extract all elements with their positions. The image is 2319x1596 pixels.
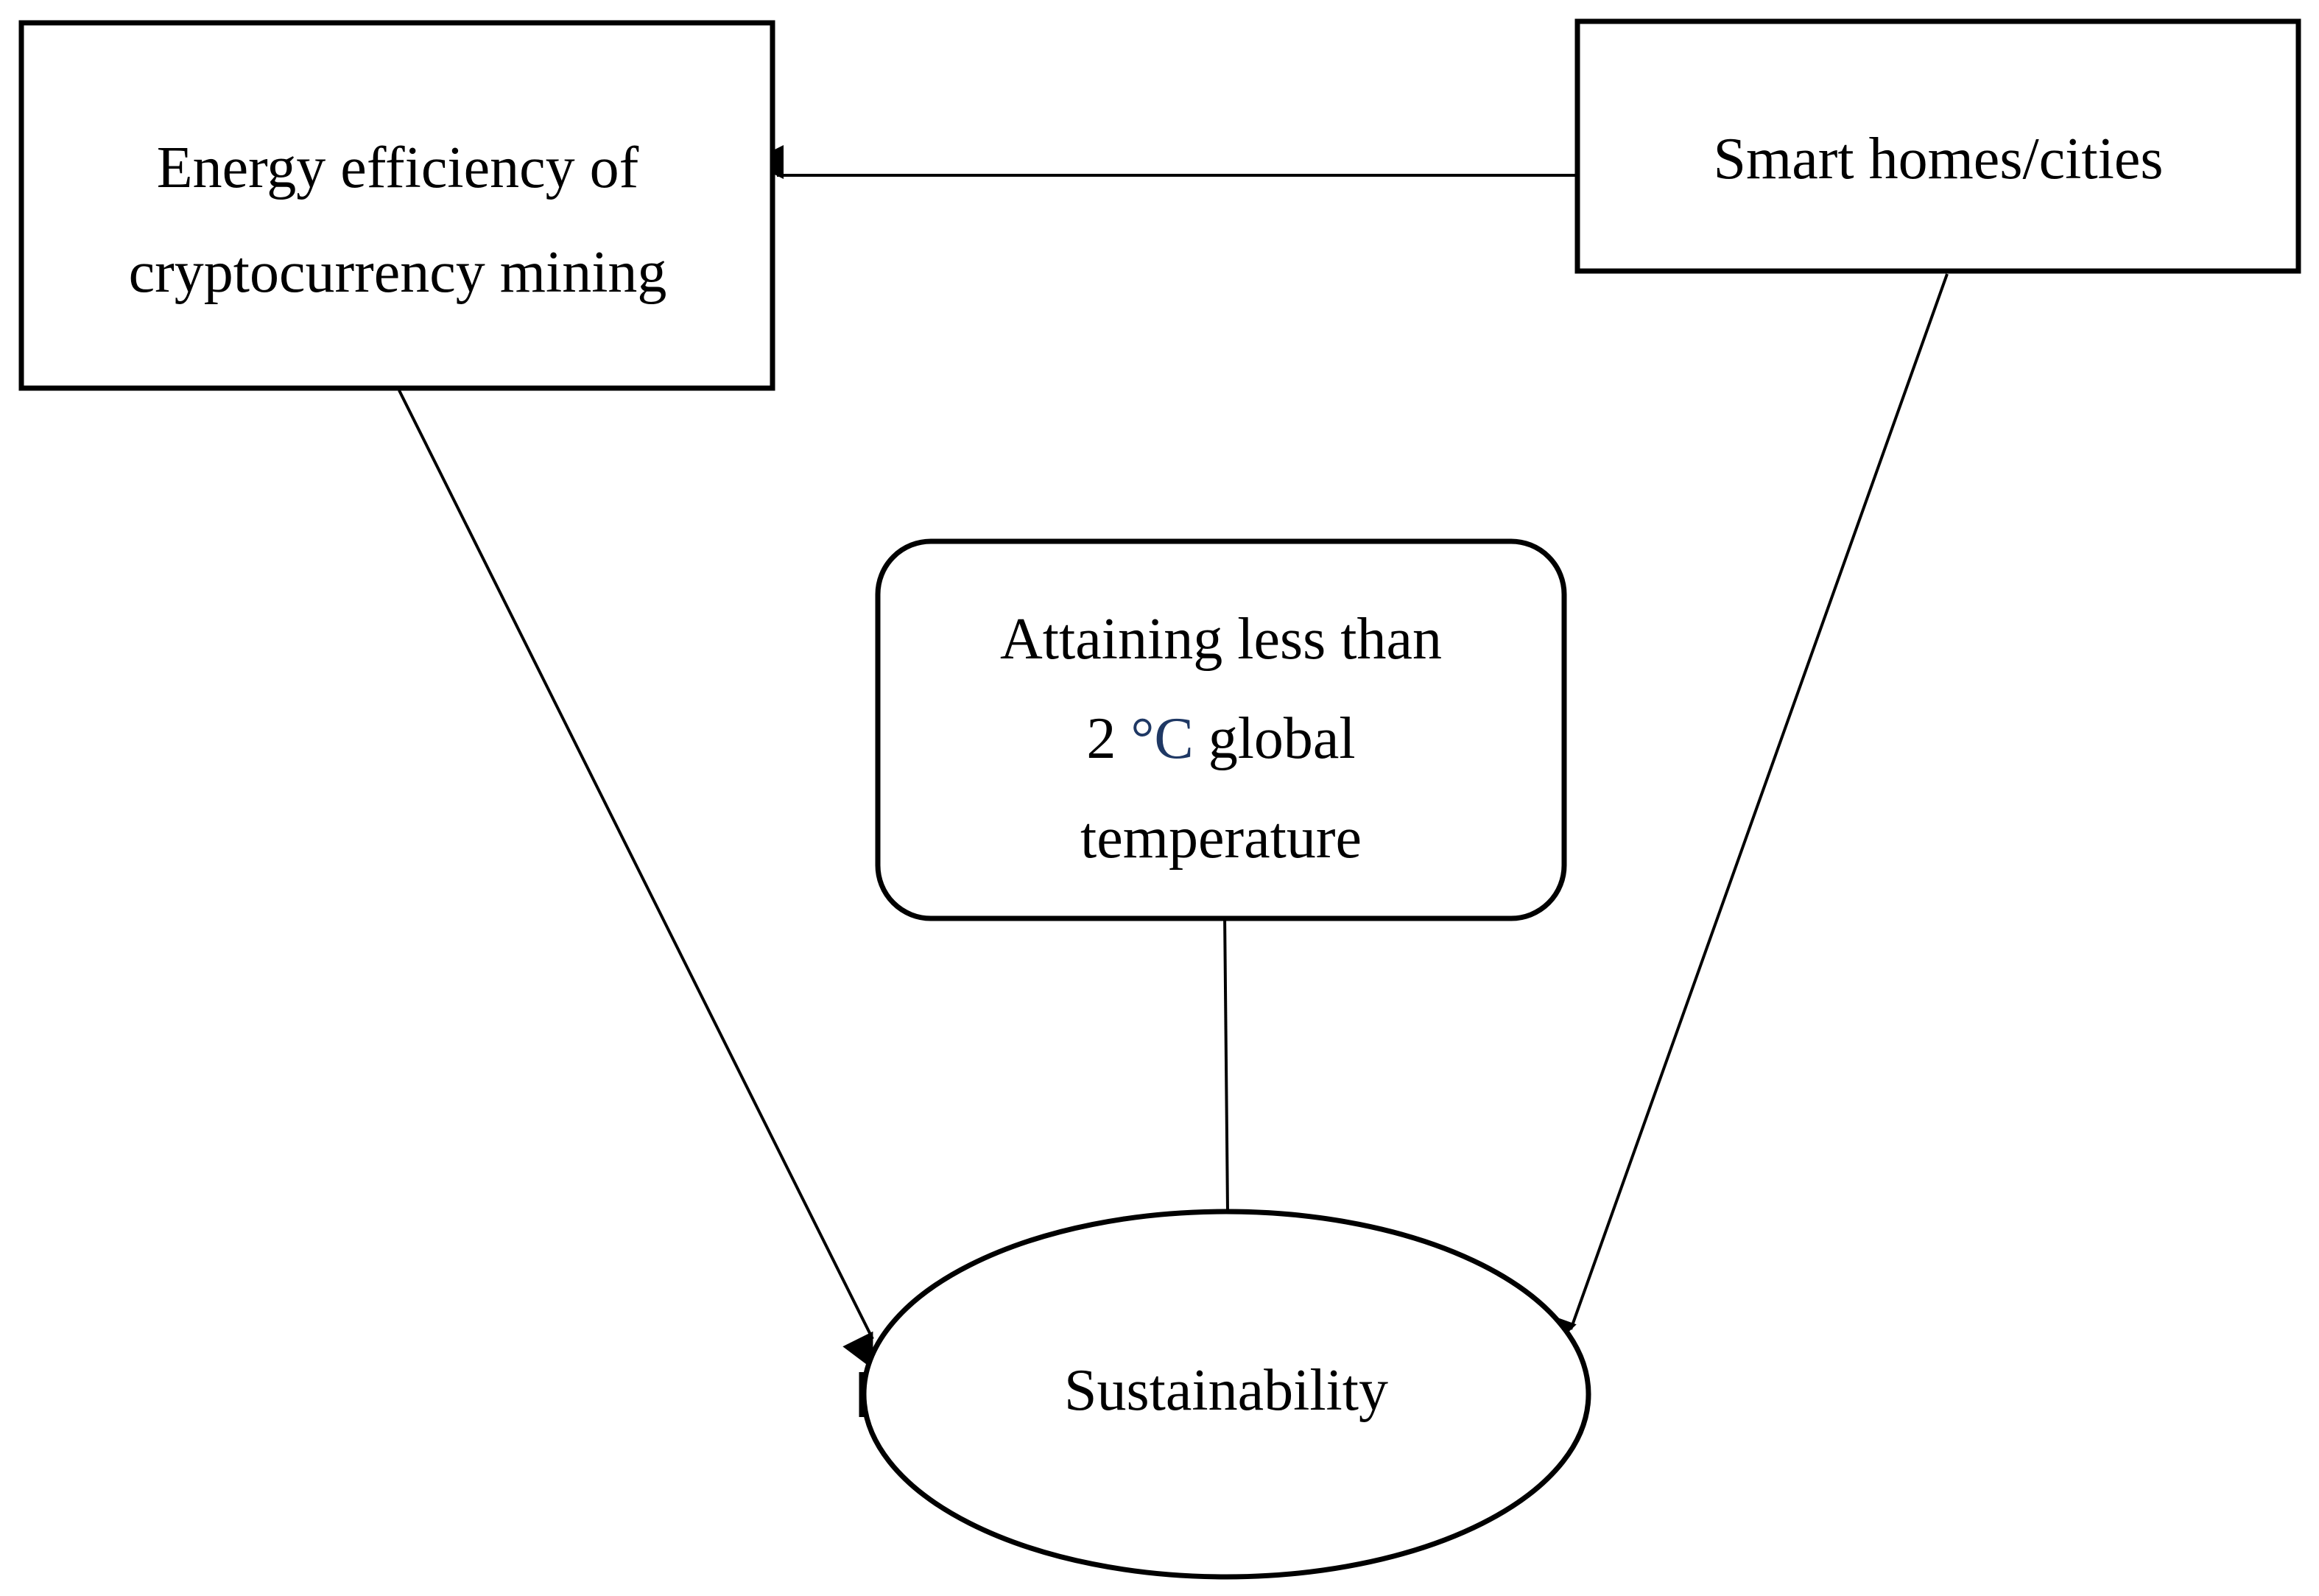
target-unit: °C	[1130, 706, 1193, 771]
energy-efficiency-label-line-1: Energy efficiency of	[157, 136, 639, 200]
target-label-line-3: temperature	[1080, 806, 1362, 871]
energy-efficiency-label-line-2: cryptocurrency mining	[129, 240, 667, 305]
target-label-line-1: Attaining less than	[1000, 607, 1442, 672]
temperature-target-node: Attaining less than 2 °C global temperat…	[875, 538, 1567, 921]
energy-efficiency-node: Energy efficiency of cryptocurrency mini…	[18, 20, 775, 391]
smart-homes-node: Smart homes/cities	[1574, 18, 2301, 274]
edge-smart-to-sustainability	[1544, 273, 1949, 1351]
target-global: global	[1208, 706, 1356, 771]
target-label-line-2: 2 °C global	[1086, 706, 1355, 771]
edge-energy-to-sustainability	[398, 390, 874, 1370]
smart-homes-label: Smart homes/cities	[1713, 127, 2163, 191]
edge-sustainability-to-target	[1221, 885, 1256, 1212]
target-number: 2	[1086, 706, 1116, 771]
sustainability-label: Sustainability	[1064, 1358, 1388, 1423]
sustainability-node: Sustainability	[859, 1209, 1591, 1580]
